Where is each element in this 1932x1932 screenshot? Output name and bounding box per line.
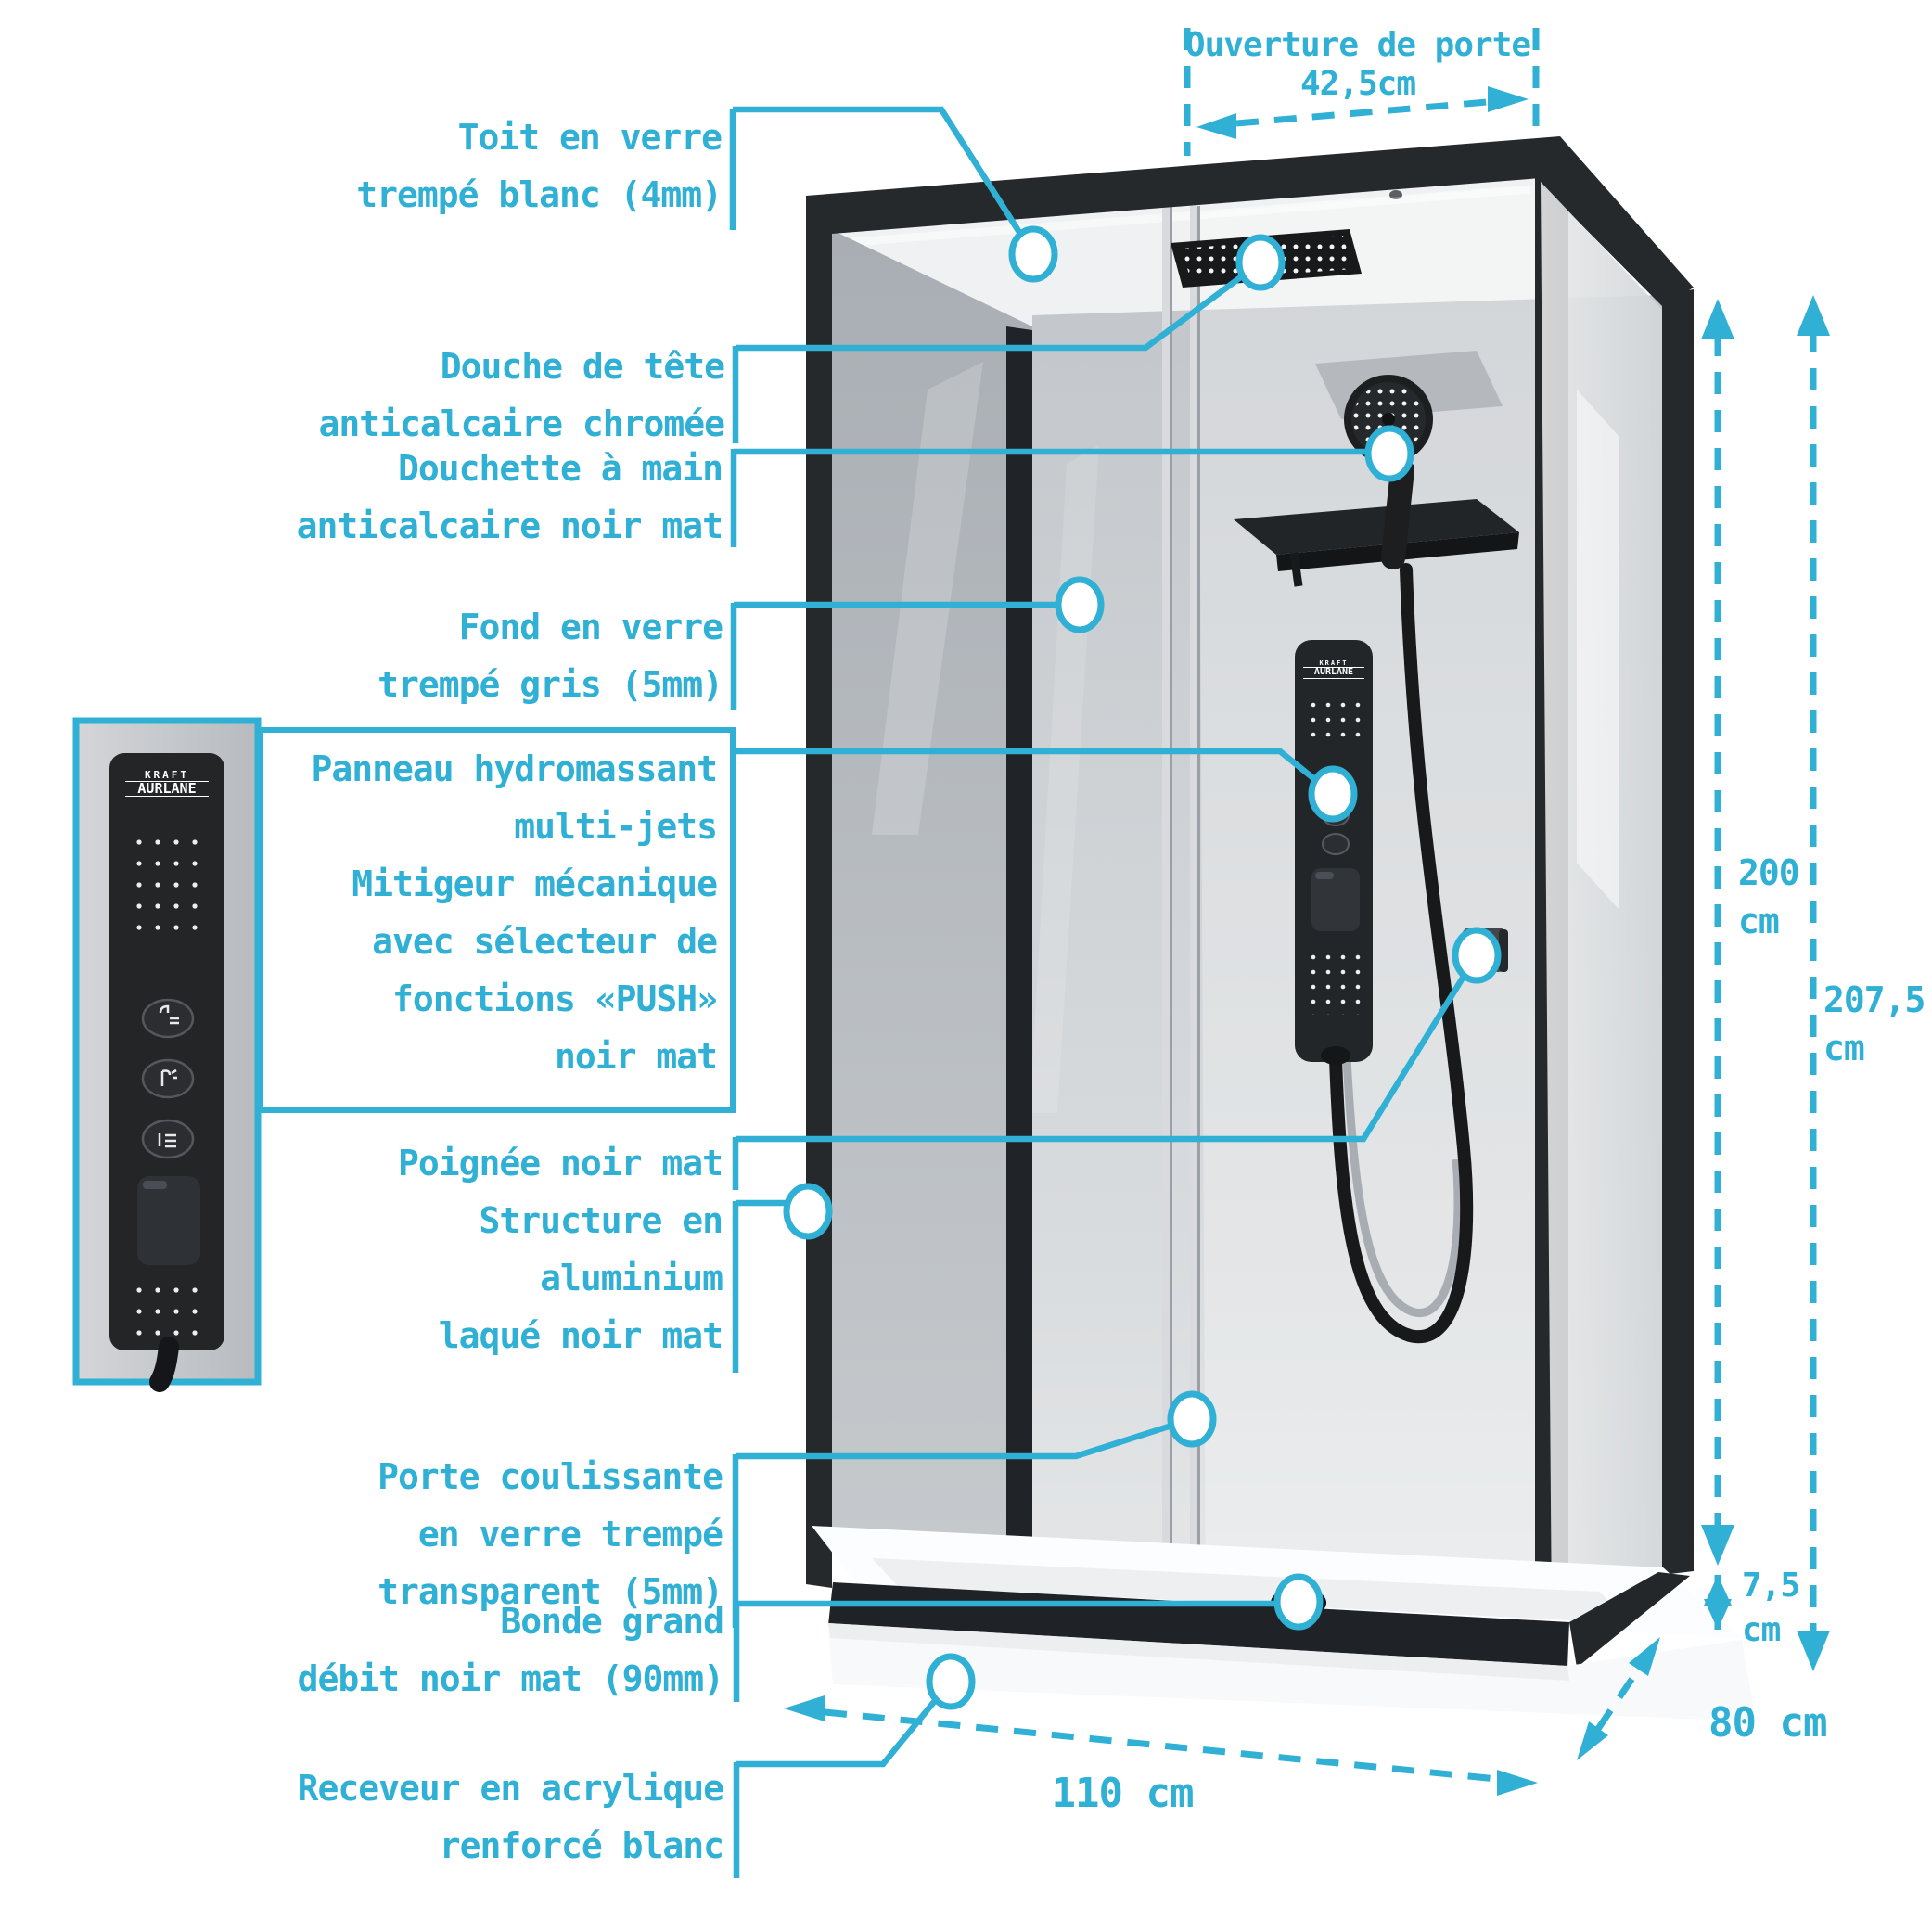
marker-porte	[1167, 1390, 1217, 1448]
dim-width: 110 cm	[1051, 1770, 1195, 1817]
door-dim-arrow-shaft	[1235, 98, 1489, 127]
leader-bonde	[733, 1600, 1299, 1702]
brand-wordmark: AURLANE	[125, 780, 209, 798]
callout-panneau: Panneau hydromassant multi-jets Mitigeur…	[311, 748, 718, 1077]
inset-button-jet-icon	[141, 1058, 195, 1099]
right-glass-reflection	[1577, 390, 1619, 909]
frame-top-right-bar	[1535, 136, 1694, 306]
arrow-2075-top	[1797, 295, 1830, 336]
marker-toit	[1008, 225, 1058, 283]
dim-door-opening: Ouverture de porte 42,5cm	[1184, 26, 1531, 103]
inset-button-dots-icon	[141, 1119, 195, 1159]
arrow-80-lower	[1577, 1721, 1608, 1760]
callout-bonde: Bonde grand débit noir mat (90mm)	[297, 1601, 724, 1699]
inset-button-shower-icon	[141, 998, 195, 1039]
arrow-2075-bottom	[1797, 1631, 1830, 1671]
brand-glyphs: KRAFT	[144, 769, 190, 781]
leader-poignee	[732, 953, 1479, 1190]
marker-poignee	[1452, 927, 1502, 984]
marker-fond	[1055, 576, 1105, 633]
dimension-lines	[824, 28, 1817, 1783]
panel-inset-photo	[72, 717, 262, 1392]
leader-toit	[729, 106, 1036, 256]
dim-depth: 80 cm	[1708, 1699, 1827, 1746]
column-button-dots-icon	[1322, 833, 1350, 855]
callout-fond: Fond en verre trempé gris (5mm)	[377, 607, 723, 705]
marker-panneau	[1308, 765, 1358, 823]
arrow-110-left	[784, 1695, 825, 1721]
leader-porte	[732, 1415, 1193, 1628]
left-side-glass	[832, 230, 1032, 1582]
frame-front-left-pillar	[806, 196, 832, 1588]
marker-receveur	[926, 1653, 976, 1710]
right-side-glass	[1541, 182, 1662, 1622]
callout-structure: Structure en aluminium laqué noir mat	[438, 1200, 723, 1356]
shower-hose-silver	[1342, 1056, 1463, 1318]
leader-fond	[730, 601, 1080, 710]
marker-douchette	[1364, 425, 1414, 482]
callout-porte: Porte coulissante en verre trempé transp…	[377, 1456, 723, 1612]
mixer-knob	[1311, 868, 1360, 931]
marker-bonde	[1273, 1573, 1324, 1631]
callout-leader-lines	[729, 106, 1479, 1878]
arrow-75-up	[1704, 1575, 1732, 1606]
inset-upper-jets	[128, 824, 210, 937]
leader-receveur	[733, 1679, 953, 1878]
arrow-200-top	[1701, 299, 1734, 339]
callout-poignee: Poignée noir mat	[397, 1143, 723, 1184]
depth-dim-shaft	[1595, 1667, 1642, 1731]
aluminium-frame	[806, 136, 1694, 1625]
inset-lower-jets	[130, 1278, 208, 1339]
arrow-door-right	[1488, 86, 1529, 112]
hose-outlet	[1321, 1046, 1350, 1065]
door-handle-edge	[1499, 929, 1508, 972]
back-left-post	[1006, 326, 1032, 1582]
column-lower-jets	[1304, 953, 1362, 1015]
dim-inner-height: 200 cm	[1738, 852, 1800, 941]
callout-douche: Douche de tête anticalcaire chromée	[318, 346, 725, 444]
arrow-75-down	[1704, 1599, 1732, 1630]
callout-douchette: Douchette à main anticalcaire noir mat	[296, 448, 723, 546]
frame-top-front-bar	[806, 136, 1560, 234]
callout-markers	[783, 225, 1502, 1710]
arrow-110-right	[1497, 1770, 1538, 1796]
inset-mixer-knob	[137, 1176, 200, 1265]
column-upper-jets	[1304, 694, 1362, 746]
arrow-200-bottom	[1701, 1525, 1734, 1566]
marker-structure	[783, 1183, 833, 1240]
mixer-knob-highlight	[1315, 872, 1334, 879]
hydro-massage-column	[1295, 640, 1373, 1065]
inset-brand-logo: KRAFT AURLANE	[125, 769, 209, 798]
callout-panneau-box: Panneau hydromassant multi-jets Mitigeur…	[258, 727, 736, 1113]
marker-douche	[1235, 234, 1286, 291]
dim-total-height: 207,5 cm	[1823, 979, 1926, 1068]
tray-skirt-shade	[828, 1623, 1569, 1681]
arrow-door-left	[1196, 113, 1236, 139]
column-brand-logo: KRAFT AURLANE	[1303, 659, 1364, 679]
dimension-arrowheads	[784, 86, 1830, 1796]
arrow-80-upper	[1629, 1637, 1660, 1676]
roof-fixing	[1389, 190, 1402, 199]
tray-basin	[872, 1558, 1628, 1623]
leader-douche	[732, 260, 1262, 443]
cabin	[806, 136, 1756, 1721]
callout-toit: Toit en verre trempé blanc (4mm)	[356, 117, 723, 215]
brand-wordmark: AURLANE	[1303, 667, 1364, 679]
shower-hose	[1329, 563, 1474, 1344]
leader-douchette	[730, 448, 1389, 547]
door-glazing-bars	[1162, 206, 1200, 1610]
inset-hose	[149, 1337, 179, 1392]
brand-glyphs: KRAFT	[1319, 659, 1349, 667]
inset-knob-highlight	[143, 1181, 167, 1189]
dim-tray-height: 7,5 cm	[1742, 1567, 1800, 1649]
glass-reflection	[872, 362, 983, 835]
roof-glass-highlight	[838, 185, 1531, 248]
tray-black-rail-right	[1569, 1572, 1690, 1668]
callout-receveur: Receveur en acrylique renforcé blanc	[297, 1768, 724, 1866]
frame-back-right-pillar	[1662, 289, 1694, 1575]
